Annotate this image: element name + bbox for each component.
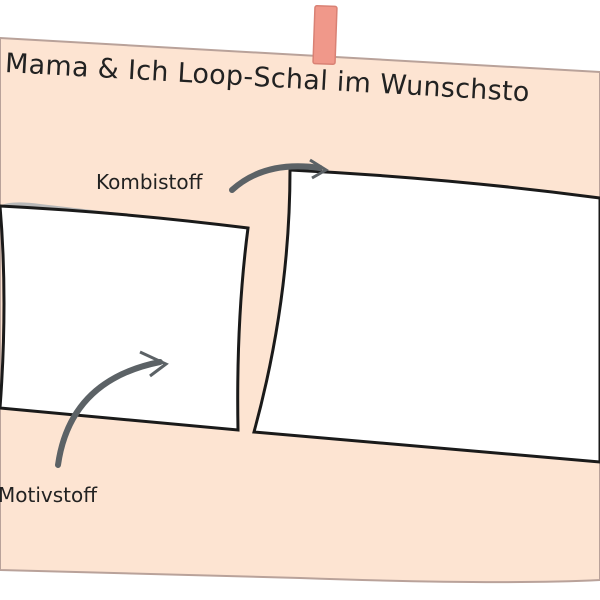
arrow-kombistoff-head-icon bbox=[309, 158, 329, 180]
arrow-motivstoff-icon bbox=[55, 359, 163, 468]
label-kombistoff: Kombistoff bbox=[96, 170, 203, 194]
clip bbox=[312, 4, 338, 66]
arrow-motivstoff-head-icon bbox=[139, 350, 169, 378]
arrow-kombistoff-icon bbox=[229, 163, 323, 193]
large-scarf bbox=[252, 168, 600, 464]
label-motivstoff: Motivstoff bbox=[0, 483, 98, 507]
small-scarf bbox=[0, 202, 250, 432]
